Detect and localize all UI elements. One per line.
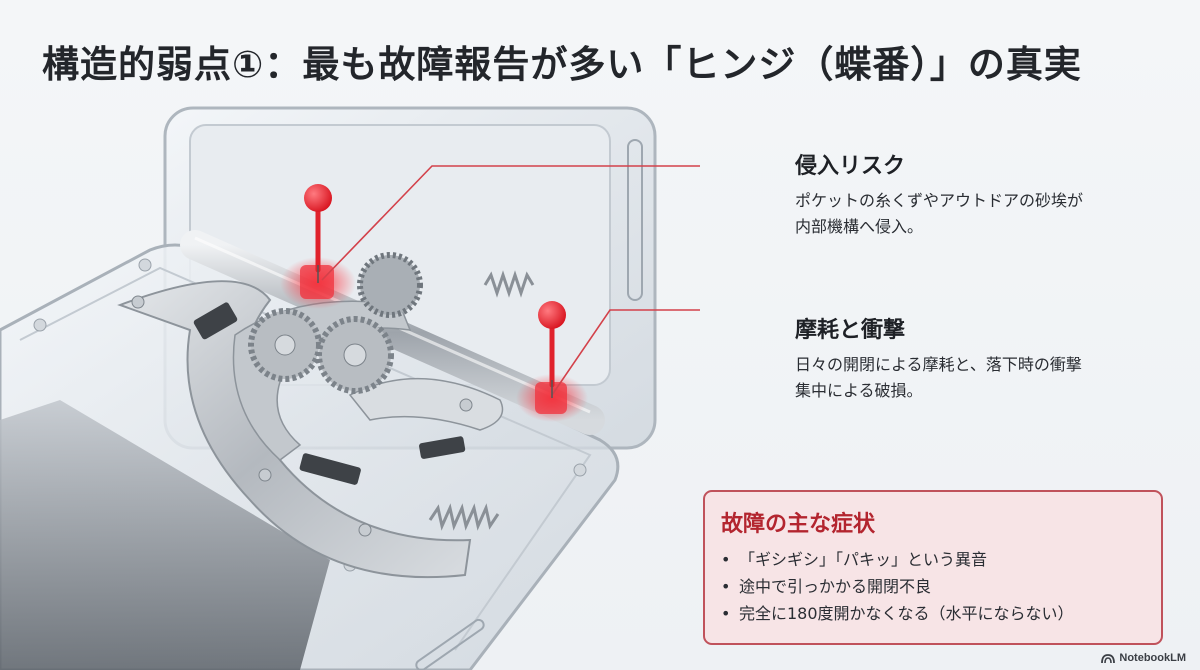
notebooklm-logo-icon <box>1101 653 1116 663</box>
symptom-text: 「ギシギシ」「パキッ」という異音 <box>739 550 988 569</box>
dust-brushes <box>193 302 466 485</box>
hinge-illustration <box>0 106 700 670</box>
callout-body-line1: ポケットの糸くずやアウトドアの砂埃が <box>795 191 1084 210</box>
marker-pin-1 <box>304 184 332 283</box>
symptom-text: 完全に180度開かなくなる（水平にならない） <box>739 604 1074 623</box>
bullet-icon: • <box>721 604 731 623</box>
slide-title: 構造的弱点①：最も故障報告が多い「ヒンジ（蝶番）」の真実 <box>42 43 1082 86</box>
brand-label: NotebookLM <box>1119 652 1186 664</box>
callout-wear-and-impact: 摩耗と衝撃 日々の開閉による摩耗と、落下時の衝撃 集中による破損。 <box>795 312 1185 404</box>
callout-intrusion-risk: 侵入リスク ポケットの糸くずやアウトドアの砂埃が 内部機構へ侵入。 <box>795 148 1185 240</box>
symptoms-heading: 故障の主な症状 <box>721 512 876 537</box>
gears <box>248 252 423 394</box>
branding: NotebookLM <box>1101 652 1186 664</box>
symptoms-panel: 故障の主な症状 • 「ギシギシ」「パキッ」という異音 • 途中で引っかかる開閉不… <box>703 490 1163 645</box>
symptoms-list: • 「ギシギシ」「パキッ」という異音 • 途中で引っかかる開閉不良 • 完全に1… <box>721 546 1145 627</box>
bullet-icon: • <box>721 550 731 569</box>
callout-body-line1: 日々の開閉による摩耗と、落下時の衝撃 <box>795 355 1082 374</box>
springs <box>428 270 535 531</box>
callout-body-line2: 内部機構へ侵入。 <box>795 217 924 236</box>
symptom-item: • 完全に180度開かなくなる（水平にならない） <box>721 600 1145 627</box>
callout-heading: 侵入リスク <box>795 154 906 179</box>
symptom-item: • 途中で引っかかる開閉不良 <box>721 573 1145 600</box>
marker-pin-2 <box>538 301 566 398</box>
callout-heading: 摩耗と衝撃 <box>795 318 906 343</box>
symptom-item: • 「ギシギシ」「パキッ」という異音 <box>721 546 1145 573</box>
symptom-text: 途中で引っかかる開閉不良 <box>739 577 932 596</box>
bullet-icon: • <box>721 577 731 596</box>
callout-body-line2: 集中による破損。 <box>795 381 923 400</box>
leader-lines <box>321 165 700 396</box>
